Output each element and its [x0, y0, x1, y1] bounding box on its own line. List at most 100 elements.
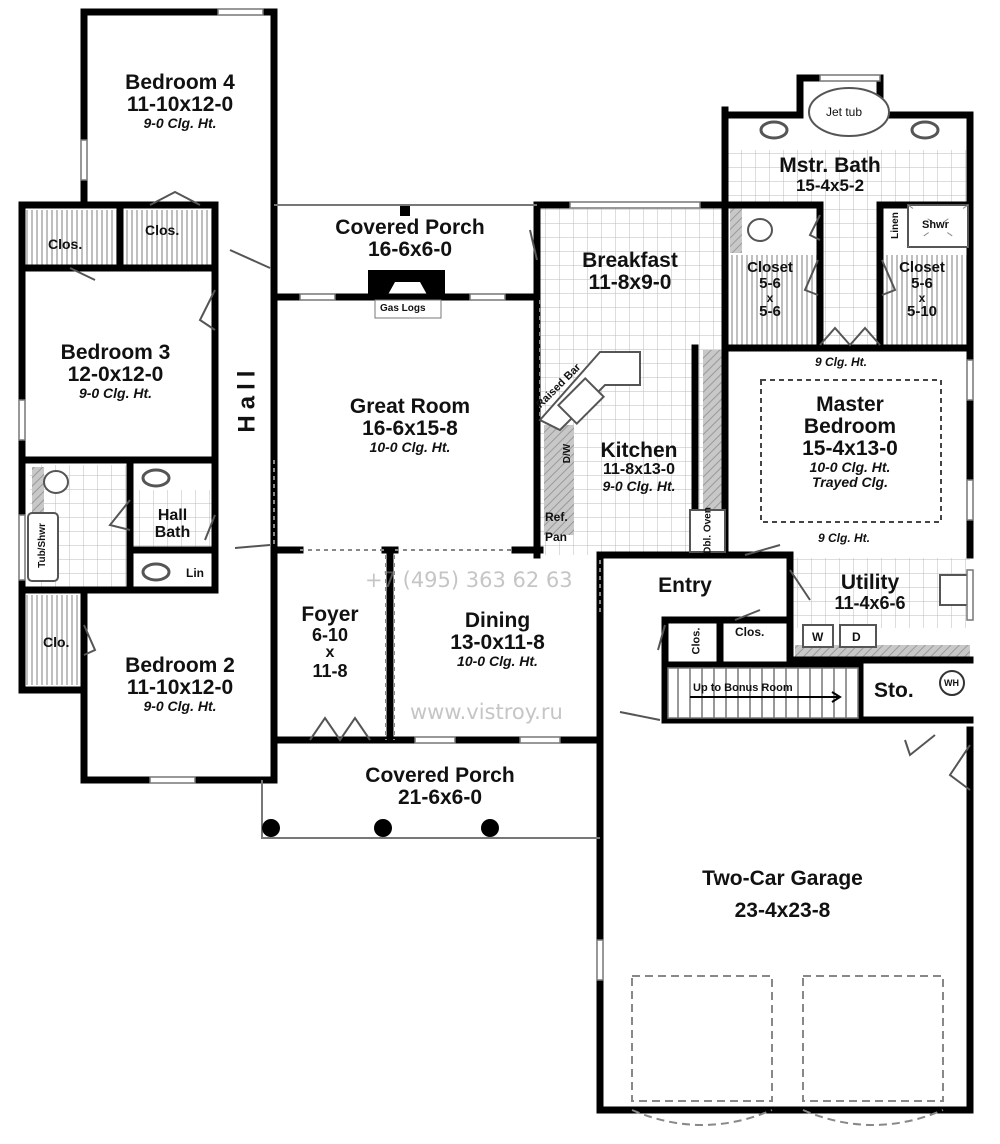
room-dimensions: 11-8x13-0 [602, 461, 676, 479]
room-name: Kitchen [600, 439, 678, 462]
garage-doors [631, 975, 944, 1126]
room-dimensions: 16-6x6-0 [367, 238, 453, 262]
foyer-x: x [325, 643, 335, 661]
fireplace-icon [368, 270, 445, 300]
room-bedroom-3: Bedroom 3 12-0x12-0 9-0 Clg. Ht. [28, 341, 203, 402]
stairs-arrow-icon [690, 691, 842, 703]
room-entry: Entry [658, 574, 712, 597]
room-dimensions: 21-6x6-0 [397, 786, 483, 810]
room-name: Covered Porch [365, 764, 515, 787]
watermark-url: www.vistroy.ru [410, 700, 563, 724]
closet-shelving [25, 210, 970, 685]
room-dimensions: 15-4x13-0 [802, 437, 898, 461]
sink-icon [910, 120, 940, 140]
closet-label: Clos. [690, 627, 703, 655]
closet-width: 5-6 [911, 274, 933, 292]
water-heater-icon [939, 670, 965, 696]
room-storage: Sto. [874, 679, 914, 702]
linen-label: Lin [186, 566, 204, 580]
room-name: Closet [899, 259, 945, 276]
room-breakfast: Breakfast 11-8x9-0 [545, 249, 715, 295]
room-dimensions: 23-4x23-8 [734, 899, 831, 923]
room-dimensions: 11-10x12-0 [126, 93, 234, 117]
dryer-label: D [852, 630, 861, 644]
shower-icon [907, 204, 969, 248]
room-covered-porch-rear: Covered Porch 16-6x6-0 [290, 216, 530, 262]
closet-x: x [918, 290, 926, 305]
door [149, 190, 201, 206]
room-dimensions: 11-4x6-6 [834, 593, 906, 614]
room-name: Utility [840, 571, 900, 594]
closet-depth: 5-10 [906, 303, 938, 321]
doors [69, 190, 971, 791]
tub-shower-label: Tub/Shwr [37, 523, 48, 568]
washer-icon [802, 624, 834, 648]
double-oven-label: Dbl. Oven [702, 507, 714, 554]
sink-icon [759, 120, 789, 140]
room-hall-bath: Hall Bath [140, 507, 205, 542]
gas-logs-label: Gas Logs [380, 303, 426, 314]
tray-ceiling-outline [760, 379, 942, 523]
pantry-label: Pan [545, 530, 568, 544]
ceiling-height: 9-0 Clg. Ht. [143, 115, 217, 132]
room-dining: Dining 13-0x11-8 10-0 Clg. Ht. [400, 609, 595, 669]
closet-depth: 5-6 [759, 303, 781, 321]
room-name: Bedroom 2 [125, 654, 235, 677]
room-name: Great Room [349, 395, 471, 418]
jet-tub-icon [808, 87, 890, 137]
room-garage: Two-Car Garage 23-4x23-8 [640, 867, 925, 923]
edge-ceiling-height-bottom: 9 Clg. Ht. [818, 531, 871, 545]
room-name: Two-Car Garage [702, 867, 863, 890]
water-heater-label: WH [944, 678, 959, 688]
room-closet-left: Closet 5-6 x 5-6 [730, 260, 810, 320]
porch-column [481, 819, 499, 837]
room-dimensions: 12-0x12-0 [67, 363, 164, 387]
door [69, 267, 96, 281]
ceiling-height: 10-0 Clg. Ht. [809, 459, 891, 476]
dishwasher-label: D/W [562, 443, 574, 464]
sink-icon [141, 468, 171, 488]
room-name-line1: Master [816, 393, 884, 416]
room-name-line1: Hall [157, 507, 188, 524]
utility-sink-icon [939, 574, 969, 606]
closet-label: Clos. [145, 222, 180, 238]
porch-outline [261, 204, 600, 839]
room-name: Breakfast [582, 249, 678, 272]
toilet-icon [43, 470, 69, 494]
room-dimensions: 13-0x11-8 [450, 631, 545, 655]
shower-label: Shwr [922, 219, 949, 231]
room-name: Covered Porch [335, 216, 485, 239]
room-bedroom-2: Bedroom 2 11-10x12-0 9-0 Clg. Ht. [95, 654, 265, 715]
closet-x: x [766, 290, 774, 305]
tub-shower-icon [27, 512, 59, 582]
room-dimensions: 11-8x9-0 [588, 271, 672, 295]
foyer-width: 6-10 [311, 625, 349, 646]
room-name: Closet [747, 259, 793, 276]
room-name-line2: Bath [154, 523, 191, 541]
closet-label: Clos. [735, 625, 765, 639]
stairs [667, 667, 859, 719]
room-dimensions: 11-10x12-0 [126, 676, 234, 700]
porch-column [262, 819, 280, 837]
ceiling-height: 9-0 Clg. Ht. [143, 698, 217, 715]
garage-door [802, 975, 944, 1102]
closet-label: Clo. [43, 634, 70, 650]
ceiling-height: 9-0 Clg. Ht. [602, 477, 676, 494]
ceiling-height: 9-0 Clg. Ht. [78, 385, 153, 402]
windows [18, 8, 974, 981]
toilet-icon [747, 218, 773, 242]
room-kitchen: Kitchen 11-8x13-0 9-0 Clg. Ht. [585, 439, 693, 494]
room-name-line2: Bedroom [803, 415, 897, 439]
room-name: Mstr. Bath [779, 154, 881, 177]
closet-label: Clos. [48, 236, 83, 252]
counters [32, 208, 970, 657]
room-foyer: Foyer 6-10 x 11-8 [280, 603, 380, 681]
room-hall: Hall [233, 364, 261, 433]
room-name: Foyer [301, 603, 359, 626]
closet-width: 5-6 [759, 274, 781, 292]
ceiling-type: Trayed Clg. [812, 473, 888, 490]
ceiling-height: 10-0 Clg. Ht. [369, 439, 451, 456]
room-name: Dining [464, 609, 531, 632]
room-dimensions: 15-4x5-2 [795, 176, 865, 196]
